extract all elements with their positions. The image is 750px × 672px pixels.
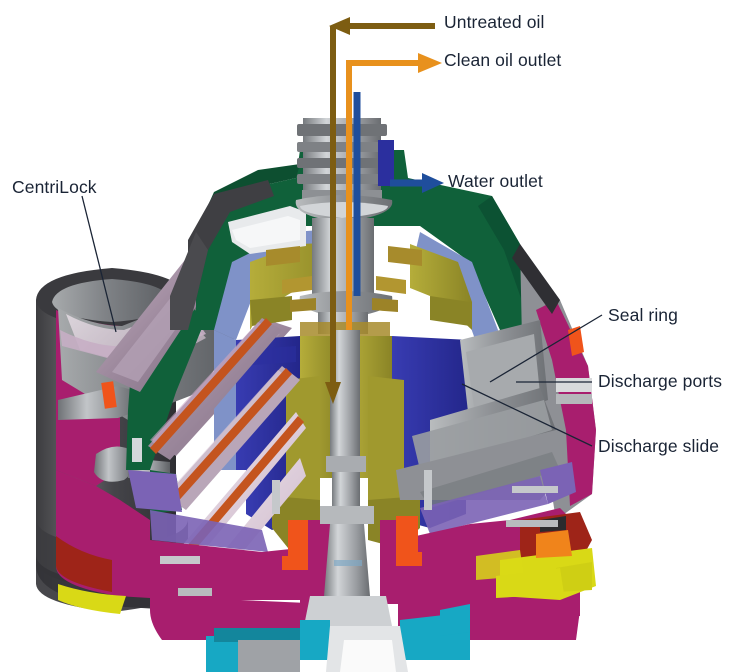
label-discharge-ports: Discharge ports	[598, 371, 723, 391]
lower-right-assembly	[476, 512, 596, 600]
label-centrilock: CentriLock	[12, 177, 97, 197]
discharge-slide-lavender	[128, 462, 576, 552]
label-water-outlet: Water outlet	[448, 171, 543, 191]
bowl-inner-cone-right	[396, 320, 566, 508]
label-untreated-oil: Untreated oil	[444, 12, 545, 32]
flow-arrow-water-outlet	[353, 92, 444, 296]
paring-disc-silver	[228, 206, 306, 254]
fasteners	[132, 438, 558, 596]
leader-centrilock	[81, 195, 117, 333]
label-clean-oil-outlet: Clean oil outlet	[444, 50, 562, 70]
label-seal-ring: Seal ring	[608, 305, 678, 325]
neck-collars-brass	[266, 246, 422, 336]
hood-outer-shell-left	[170, 180, 274, 330]
base-frame-cyan	[206, 604, 470, 672]
flow-arrow-untreated-oil	[325, 17, 435, 404]
callout-leader-lines	[81, 195, 603, 447]
leader-discharge-slide	[461, 383, 593, 447]
leader-seal-ring	[489, 314, 603, 383]
label-discharge-slide: Discharge slide	[598, 436, 720, 456]
lower-seals-orange	[282, 516, 422, 570]
flow-arrow-clean-oil-outlet	[346, 53, 442, 330]
